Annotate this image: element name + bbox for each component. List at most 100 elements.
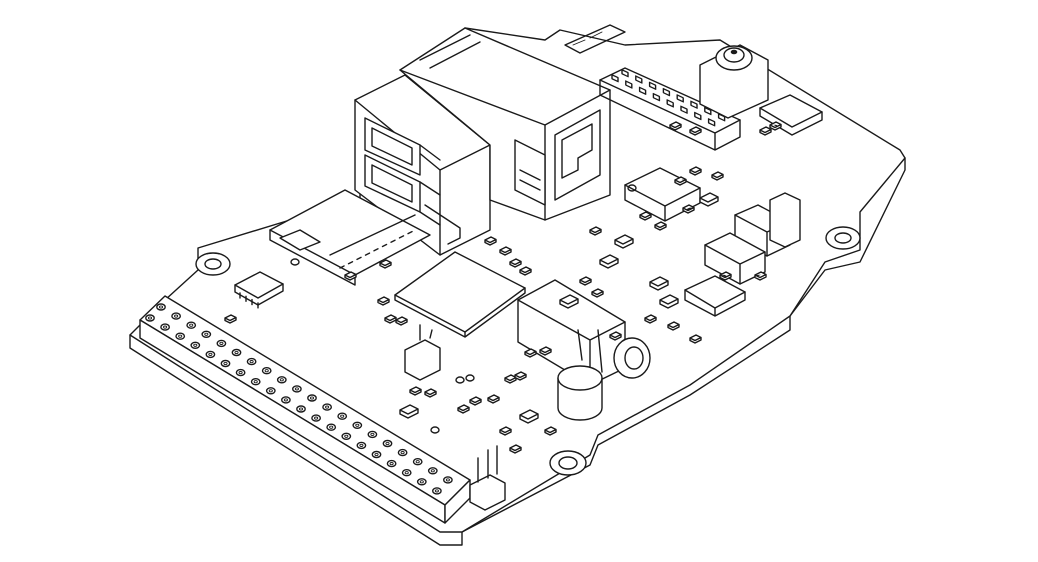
gpio-pin <box>201 330 212 338</box>
gpio-pin <box>382 439 393 448</box>
smd-resistor <box>754 271 767 281</box>
smd-resistor <box>589 226 602 236</box>
usb-port-tab <box>424 204 461 245</box>
gpio-pin <box>265 387 276 395</box>
gpio-pin <box>291 385 302 393</box>
audio-jack-barrel <box>613 337 651 379</box>
bottom-pin-base <box>469 474 506 511</box>
gpio-pin-center <box>294 387 299 391</box>
gpio-pin-center <box>178 334 183 338</box>
gpio-pin-center <box>219 341 224 345</box>
gpio-pin <box>326 423 337 431</box>
silkscreen-strokes <box>572 31 603 46</box>
smd-resistor <box>689 126 702 136</box>
gpio-pin <box>296 405 306 413</box>
sd-slot-edge <box>329 214 416 256</box>
board-front-edge-right <box>461 315 791 533</box>
sd-slot-contacts <box>339 230 413 269</box>
smd-resistor <box>379 259 392 269</box>
gpio-pin-center <box>389 462 394 466</box>
smd-resistor <box>344 271 357 281</box>
smd-resistor <box>424 388 437 398</box>
top-header-side <box>599 79 741 151</box>
mounting-holes <box>195 226 861 476</box>
audio-jack-pins <box>577 329 603 373</box>
smd-capacitor <box>659 294 679 309</box>
gpio-pin-center <box>158 305 164 309</box>
gpio-pin <box>322 403 332 411</box>
usb-port-shell-lines <box>419 144 441 226</box>
capacitor-top <box>557 365 603 391</box>
test-point <box>627 184 637 192</box>
sd-slot-side <box>269 229 356 286</box>
gpio-pin <box>371 450 382 459</box>
gpio-pin-center <box>208 352 213 356</box>
smd-resistor <box>759 126 772 136</box>
gpio-pin-center <box>400 451 405 455</box>
right-chip-side <box>759 107 823 136</box>
smd-resistor <box>682 204 695 214</box>
gpio-pin <box>145 314 155 322</box>
gpio-pin-center <box>325 405 330 409</box>
top-header-pin <box>666 99 674 108</box>
gpio-pin-center <box>253 380 258 384</box>
gpio-pin <box>442 476 453 484</box>
right-connector-b <box>704 232 766 285</box>
sd-contact <box>373 248 379 252</box>
gpio-pin <box>250 378 261 386</box>
gpio-pin-center <box>204 332 209 336</box>
gpio-pin <box>160 323 171 331</box>
top-header-pin <box>635 75 643 84</box>
smd-capacitor <box>519 409 539 424</box>
gpio-pin-center <box>279 378 284 382</box>
board-silkscreen-mark <box>564 24 626 54</box>
smd-resistor <box>769 121 782 131</box>
bottom-pin-posts <box>477 445 498 483</box>
usb-port-upper-opening <box>364 117 421 176</box>
gpio-pin-center <box>283 398 288 402</box>
smd-capacitor <box>599 254 619 269</box>
gpio-pin <box>216 339 227 348</box>
gpio-pin <box>261 367 272 375</box>
smd-resistor <box>514 371 527 381</box>
sd-contact <box>390 239 396 243</box>
smd-resistor <box>539 346 552 356</box>
top-header-pin <box>625 80 633 89</box>
ethernet-socket-cavity <box>561 123 593 179</box>
gpio-pin-center <box>404 471 409 475</box>
gpio-pin-center <box>264 369 269 373</box>
silkscreen-box <box>564 24 626 54</box>
gpio-pin <box>190 341 201 349</box>
sd-contact <box>364 252 371 256</box>
gpio-pin-center <box>309 396 315 400</box>
gpio-pin <box>205 350 216 359</box>
small-ic <box>234 271 284 309</box>
smd-resistor <box>674 176 687 186</box>
smd-capacitor <box>399 404 419 419</box>
mounting-hole-bottom-inner <box>558 456 578 470</box>
smd-resistor <box>384 314 397 324</box>
gpio-pin <box>416 478 427 486</box>
gpio-pin-center <box>268 389 273 393</box>
gpio-pin-center <box>298 407 304 411</box>
smd-resistor <box>591 288 604 298</box>
smd-resistor <box>669 121 682 131</box>
test-point <box>290 258 300 266</box>
gpio-pin-center <box>163 325 168 329</box>
gpio-pin-center <box>419 480 424 484</box>
gpio-pin <box>235 368 246 377</box>
soc-chip <box>394 251 526 338</box>
gpio-pin-center <box>147 316 153 320</box>
gpio-pin <box>341 432 352 440</box>
board-right-edge <box>789 157 906 317</box>
gpio-pin-center <box>355 423 360 427</box>
soc-chip-side <box>394 287 526 338</box>
top-header-pin <box>676 94 684 103</box>
gpio-pin-center <box>445 478 450 482</box>
center-jumper-block <box>404 339 441 381</box>
gpio-pin-center <box>415 460 420 464</box>
gpio-pin-center <box>359 443 364 447</box>
gpio-pin <box>171 312 182 320</box>
mounting-hole-left <box>195 252 231 276</box>
sd-contact <box>381 243 388 248</box>
